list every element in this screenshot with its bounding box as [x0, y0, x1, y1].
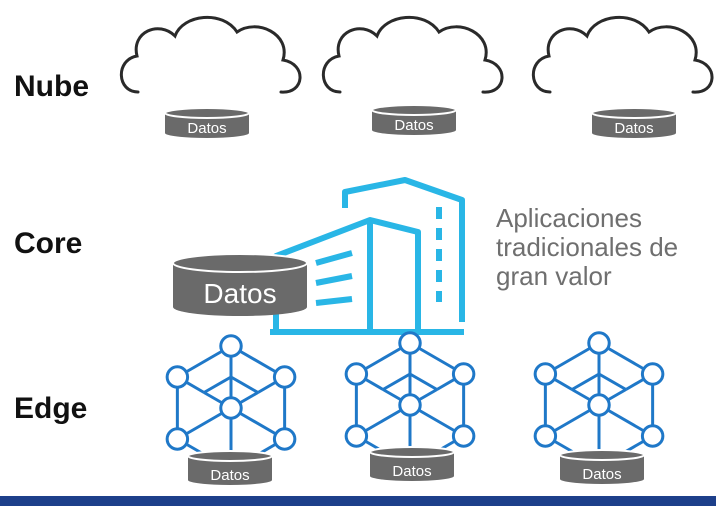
database-label: Datos — [394, 117, 433, 134]
cloud-icon — [321, 16, 504, 94]
tier-label-nube: Nube — [14, 70, 89, 103]
bottom-bar — [0, 496, 716, 506]
core-caption-line-3: gran valor — [496, 261, 612, 291]
core-caption-line-1: Aplicaciones — [496, 203, 642, 233]
database-label: Datos — [392, 463, 431, 480]
database-icon: Datos — [187, 450, 273, 485]
database-icon: Datos — [371, 104, 457, 135]
database-icon: Datos — [591, 107, 677, 138]
cloud-icon — [119, 16, 302, 94]
database-label: Datos — [582, 466, 621, 483]
core-caption: Aplicaciones tradicionales de gran valor — [496, 204, 678, 291]
tier-label-edge: Edge — [14, 392, 88, 425]
database-icon: Datos — [172, 253, 308, 316]
database-label: Datos — [614, 120, 653, 137]
cloud-icon — [531, 16, 714, 94]
network-hexagon-icon — [533, 331, 665, 479]
database-icon: Datos — [369, 446, 455, 481]
network-group — [165, 331, 665, 482]
database-icon: Datos — [559, 449, 645, 484]
database-label: Datos — [203, 278, 276, 309]
tier-label-core: Core — [14, 227, 83, 260]
database-icon: Datos — [164, 107, 250, 138]
core-caption-line-2: tradicionales de — [496, 232, 679, 262]
database-label: Datos — [210, 467, 249, 484]
cloud-group — [119, 16, 714, 94]
database-label: Datos — [187, 120, 226, 137]
